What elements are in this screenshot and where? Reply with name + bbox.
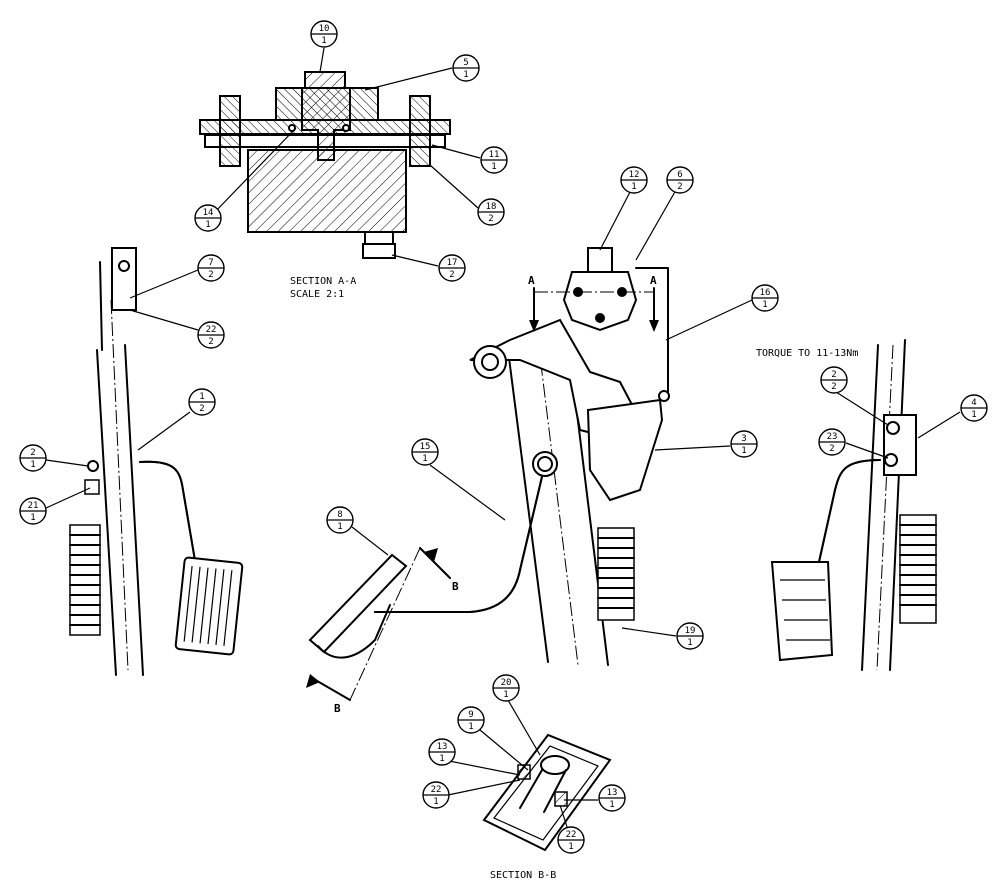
svg-text:1: 1 (463, 70, 468, 80)
svg-text:23: 23 (827, 432, 838, 442)
svg-text:1: 1 (337, 522, 342, 532)
balloon-23-2[interactable]: 232 (818, 428, 846, 456)
notes: SECTION A-A SCALE 2:1 TORQUE TO 11-13Nm … (290, 274, 858, 881)
svg-text:1: 1 (422, 454, 427, 464)
leader-lines (45, 47, 961, 831)
svg-text:1: 1 (199, 392, 204, 402)
balloon-2-2[interactable]: 22 (820, 366, 848, 394)
svg-text:1: 1 (205, 220, 210, 230)
cut-label-b-bottom: B (334, 702, 341, 715)
svg-text:5: 5 (463, 58, 468, 68)
svg-text:15: 15 (420, 442, 431, 452)
cut-label-a-right: A (650, 274, 657, 287)
svg-text:2: 2 (831, 370, 836, 380)
svg-text:1: 1 (762, 300, 767, 310)
svg-text:1: 1 (609, 800, 614, 810)
section-aa-view (199, 71, 451, 259)
section-bb-title: SECTION B-B (490, 870, 556, 881)
svg-text:7: 7 (208, 258, 213, 268)
balloon-21-1[interactable]: 211 (19, 497, 47, 525)
svg-text:16: 16 (760, 288, 771, 298)
balloon-18-2[interactable]: 182 (477, 198, 505, 226)
balloon-2-1[interactable]: 21 (19, 444, 47, 472)
svg-text:2: 2 (30, 448, 35, 458)
balloon-3-1[interactable]: 31 (730, 430, 758, 458)
svg-text:8: 8 (337, 510, 342, 520)
balloon-14-1[interactable]: 141 (194, 204, 222, 232)
svg-text:1: 1 (30, 460, 35, 470)
balloon-19-1[interactable]: 191 (676, 622, 704, 650)
svg-text:1: 1 (631, 182, 636, 192)
svg-text:1: 1 (687, 638, 692, 648)
svg-text:12: 12 (629, 170, 640, 180)
section-bb-view (482, 733, 612, 852)
svg-text:14: 14 (203, 208, 214, 218)
balloon-1-2[interactable]: 12 (188, 388, 216, 416)
svg-text:1: 1 (468, 722, 473, 732)
balloon-9-1[interactable]: 91 (457, 706, 485, 734)
svg-text:2: 2 (677, 182, 682, 192)
svg-text:1: 1 (491, 162, 496, 172)
svg-text:2: 2 (488, 214, 493, 224)
svg-text:3: 3 (741, 434, 746, 444)
svg-text:13: 13 (437, 742, 448, 752)
svg-text:19: 19 (685, 626, 696, 636)
svg-text:1: 1 (439, 754, 444, 764)
svg-text:1: 1 (321, 36, 326, 46)
balloon-12-1[interactable]: 121 (620, 166, 648, 194)
svg-text:2: 2 (199, 404, 204, 414)
balloon-22-2[interactable]: 222 (197, 321, 225, 349)
svg-text:20: 20 (501, 678, 512, 688)
balloon-7-2[interactable]: 72 (197, 254, 225, 282)
svg-text:22: 22 (206, 325, 217, 335)
balloon-4-1[interactable]: 41 (960, 394, 988, 422)
balloon-6-2[interactable]: 62 (666, 166, 694, 194)
svg-text:22: 22 (431, 785, 442, 795)
balloon-17-2[interactable]: 172 (438, 254, 466, 282)
svg-text:11: 11 (489, 150, 500, 160)
balloon-13-1-left[interactable]: 131 (428, 738, 456, 766)
svg-text:2: 2 (208, 337, 213, 347)
svg-text:18: 18 (486, 202, 497, 212)
svg-text:1: 1 (503, 690, 508, 700)
balloon-11-1[interactable]: 111 (480, 146, 508, 174)
svg-text:13: 13 (607, 788, 618, 798)
svg-text:1: 1 (971, 410, 976, 420)
svg-text:22: 22 (566, 830, 577, 840)
cut-label-b-top: B (452, 580, 459, 593)
svg-text:21: 21 (28, 501, 39, 511)
svg-text:17: 17 (447, 258, 458, 268)
svg-text:10: 10 (319, 24, 330, 34)
center-pedal-view (306, 247, 670, 701)
cut-label-a-left: A (528, 274, 535, 287)
svg-text:2: 2 (449, 270, 454, 280)
balloon-8-1[interactable]: 81 (326, 506, 354, 534)
svg-text:1: 1 (30, 513, 35, 523)
torque-note: TORQUE TO 11-13Nm (756, 348, 858, 359)
balloon-13-1-right[interactable]: 131 (598, 784, 626, 812)
balloon-22-1-right[interactable]: 221 (557, 826, 585, 854)
right-pedal-view (770, 339, 937, 671)
svg-text:9: 9 (468, 710, 473, 720)
svg-text:1: 1 (568, 842, 573, 852)
balloon-20-1[interactable]: 201 (492, 674, 520, 702)
svg-text:6: 6 (677, 170, 682, 180)
svg-text:1: 1 (433, 797, 438, 807)
balloon-10-1[interactable]: 101 (310, 20, 338, 48)
section-aa-scale: SCALE 2:1 (290, 289, 344, 300)
svg-text:2: 2 (829, 444, 834, 454)
left-pedal-view (69, 247, 244, 676)
section-aa-title: SECTION A-A (290, 276, 356, 287)
svg-text:1: 1 (741, 446, 746, 456)
balloons: 101 51 111 182 141 172 72 222 (19, 20, 988, 854)
balloon-22-1-left[interactable]: 221 (422, 781, 450, 809)
balloon-16-1[interactable]: 161 (751, 284, 779, 312)
svg-text:4: 4 (971, 398, 976, 408)
svg-text:2: 2 (208, 270, 213, 280)
balloon-15-1[interactable]: 151 (411, 438, 439, 466)
balloon-5-1[interactable]: 51 (452, 54, 480, 82)
svg-text:2: 2 (831, 382, 836, 392)
